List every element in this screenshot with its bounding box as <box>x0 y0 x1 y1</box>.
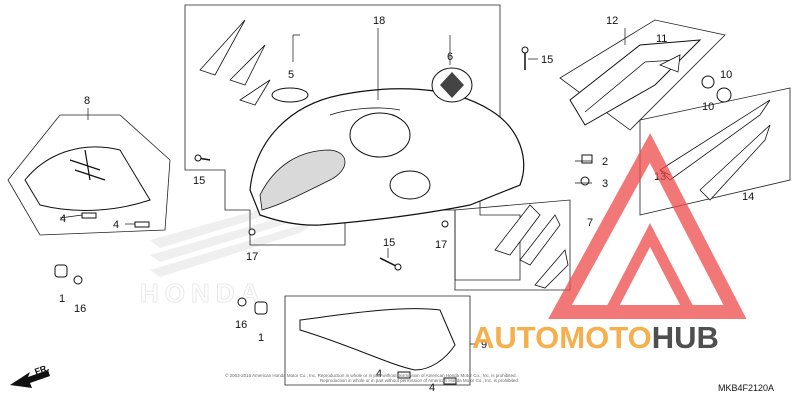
part-9-lower-cover <box>299 308 456 371</box>
hardware-fasteners <box>54 46 593 385</box>
callout-5: 5 <box>288 69 294 81</box>
callout-7: 7 <box>587 217 593 229</box>
callout-1-b: 1 <box>258 332 264 344</box>
part-10-grommet-b <box>716 87 732 103</box>
part-12-side-panel <box>569 39 702 126</box>
callout-9: 9 <box>481 339 487 351</box>
leader-lines <box>59 28 671 345</box>
front-arrow-icon: FR. <box>10 363 50 388</box>
watermark-logo <box>548 133 747 319</box>
callout-1-a: 1 <box>59 293 65 305</box>
callout-11: 11 <box>656 33 667 45</box>
group-box-8 <box>7 114 171 236</box>
watermark-text: AUTOMOTOHUB <box>472 320 719 355</box>
part-10-grommet-a <box>701 75 715 89</box>
part-5-ring <box>271 87 309 103</box>
callout-2: 2 <box>602 156 608 168</box>
callout-3: 3 <box>602 178 608 190</box>
copyright-line-2: Reproduction in whole or in part without… <box>320 378 519 383</box>
watermark-hub: HUB <box>652 320 719 355</box>
callout-16-a: 16 <box>74 303 86 315</box>
copyright-line-1: © 2003-2016 American Honda Motor Co., In… <box>225 372 517 378</box>
callout-15-top: 15 <box>541 54 553 66</box>
group-box-14 <box>639 87 791 216</box>
honda-ghost-text: HONDA <box>140 278 265 308</box>
callout-10-a: 10 <box>720 69 732 81</box>
callout-4-b: 4 <box>113 219 119 231</box>
callout-8: 8 <box>84 95 90 107</box>
callout-6: 6 <box>447 51 453 63</box>
callout-4-d: 4 <box>429 382 435 394</box>
watermark-moto: MOTO <box>559 320 651 355</box>
tank-stripe-decals <box>199 19 271 106</box>
callout-12: 12 <box>606 15 618 27</box>
callout-15-left: 15 <box>193 175 205 187</box>
callout-4-c: 4 <box>376 368 382 380</box>
part-8-left-panel <box>24 146 151 211</box>
group-box-9 <box>284 295 471 386</box>
front-label: FR. <box>33 363 50 377</box>
part-7-side-cover <box>494 204 569 289</box>
part-6-emblem <box>431 67 473 103</box>
callout-18: 18 <box>373 15 385 27</box>
callout-17-a: 17 <box>246 251 258 263</box>
diagram-code: MKB4F2120A <box>718 383 774 393</box>
fuel-tank-cover <box>249 88 525 226</box>
callout-15-mid: 15 <box>383 237 395 249</box>
callout-4-a: 4 <box>60 213 66 225</box>
watermark-auto: AUTO <box>472 320 559 355</box>
callout-17-b: 17 <box>435 239 447 251</box>
callout-10-b: 10 <box>702 101 714 113</box>
callout-16-b: 16 <box>235 319 247 331</box>
callout-14: 14 <box>742 191 754 203</box>
